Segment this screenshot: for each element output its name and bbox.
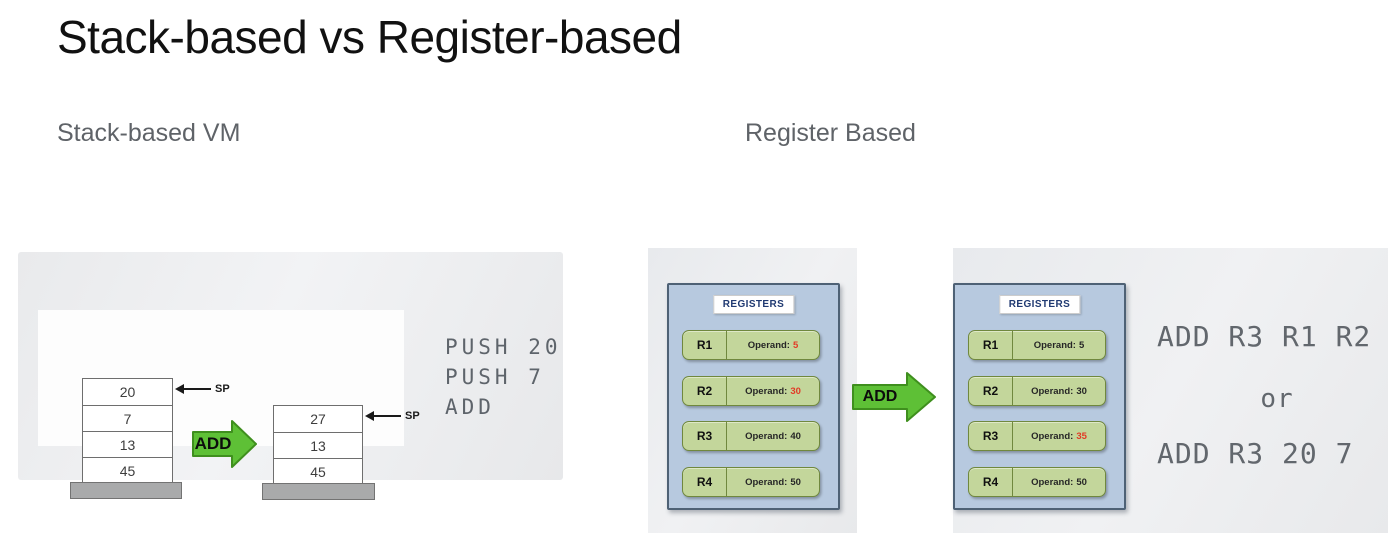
operand-value: 30 bbox=[790, 385, 801, 397]
operand-value: 5 bbox=[792, 339, 799, 351]
register-operand: Operand:5 bbox=[727, 331, 819, 359]
register-name: R1 bbox=[683, 331, 727, 359]
arrow-line bbox=[184, 388, 211, 390]
register-name: R2 bbox=[969, 377, 1013, 405]
register-name: R1 bbox=[969, 331, 1013, 359]
operand-label: Operand: bbox=[745, 476, 788, 488]
sp-label: SP bbox=[215, 383, 230, 395]
register-operand: Operand:30 bbox=[727, 377, 819, 405]
registers-title: REGISTERS bbox=[998, 295, 1081, 314]
stack-pointer-before: SP bbox=[175, 382, 230, 396]
code-line: PUSH 7 bbox=[445, 365, 545, 389]
operand-label: Operand: bbox=[745, 385, 788, 397]
arrow-line bbox=[374, 415, 401, 417]
code-line: ADD R3 R1 R2 bbox=[1157, 320, 1372, 353]
register-name: R4 bbox=[683, 468, 727, 496]
stack-instructions: PUSH 20 PUSH 7 ADD bbox=[445, 332, 562, 422]
stack-cell: 45 bbox=[83, 457, 172, 483]
operand-value: 50 bbox=[790, 476, 801, 488]
stack-base bbox=[262, 483, 375, 500]
register-operand: Operand:50 bbox=[1013, 468, 1105, 496]
operand-label: Operand: bbox=[1031, 476, 1074, 488]
page-title: Stack-based vs Register-based bbox=[57, 11, 682, 63]
operand-label: Operand: bbox=[745, 430, 788, 442]
add-arrow: ADD bbox=[852, 372, 937, 422]
add-arrow-label: ADD bbox=[862, 388, 898, 405]
stack-cell: 13 bbox=[83, 431, 172, 457]
register-name: R4 bbox=[969, 468, 1013, 496]
operand-label: Operand: bbox=[1031, 430, 1074, 442]
register-operand: Operand:35 bbox=[1013, 422, 1105, 450]
right-section-heading: Register Based bbox=[745, 119, 916, 147]
operand-value: 40 bbox=[790, 430, 801, 442]
code-line: or bbox=[1260, 384, 1294, 414]
register-operand: Operand:5 bbox=[1013, 331, 1105, 359]
stack-cell: 27 bbox=[310, 411, 326, 427]
code-line: ADD bbox=[445, 395, 495, 419]
operand-label: Operand: bbox=[747, 339, 790, 351]
left-section-heading: Stack-based VM bbox=[57, 119, 241, 147]
arrow-left-icon bbox=[175, 384, 184, 394]
operand-value: 35 bbox=[1076, 430, 1087, 442]
block-arrow-icon bbox=[192, 420, 257, 468]
stack-cell: 13 bbox=[274, 432, 362, 458]
stack-pointer-after: SP bbox=[365, 409, 420, 423]
sp-label: SP bbox=[405, 410, 420, 422]
arrow-left-icon bbox=[365, 411, 374, 421]
block-arrow-icon bbox=[852, 372, 936, 422]
operand-value: 5 bbox=[1078, 339, 1085, 351]
stack-cell: 20 bbox=[119, 384, 136, 400]
operand-label: Operand: bbox=[1031, 385, 1074, 397]
registers-title: REGISTERS bbox=[712, 295, 795, 314]
register-name: R2 bbox=[683, 377, 727, 405]
register-operand: Operand:30 bbox=[1013, 377, 1105, 405]
register-instructions: ADD R3 R1 R2 or ADD R3 20 7 bbox=[1157, 322, 1388, 469]
register-operand: Operand:50 bbox=[727, 468, 819, 496]
stack-cell: 45 bbox=[274, 458, 362, 484]
operand-label: Operand: bbox=[1033, 339, 1076, 351]
code-line: ADD R3 20 7 bbox=[1157, 437, 1354, 470]
add-arrow-label: ADD bbox=[194, 434, 232, 453]
register-name: R3 bbox=[683, 422, 727, 450]
code-line: PUSH 20 bbox=[445, 335, 562, 359]
stack-base bbox=[70, 482, 182, 499]
stack-cell: 7 bbox=[83, 405, 172, 431]
register-name: R3 bbox=[969, 422, 1013, 450]
operand-value: 30 bbox=[1076, 385, 1087, 397]
operand-value: 50 bbox=[1076, 476, 1087, 488]
register-operand: Operand:40 bbox=[727, 422, 819, 450]
add-arrow: ADD bbox=[192, 420, 258, 468]
